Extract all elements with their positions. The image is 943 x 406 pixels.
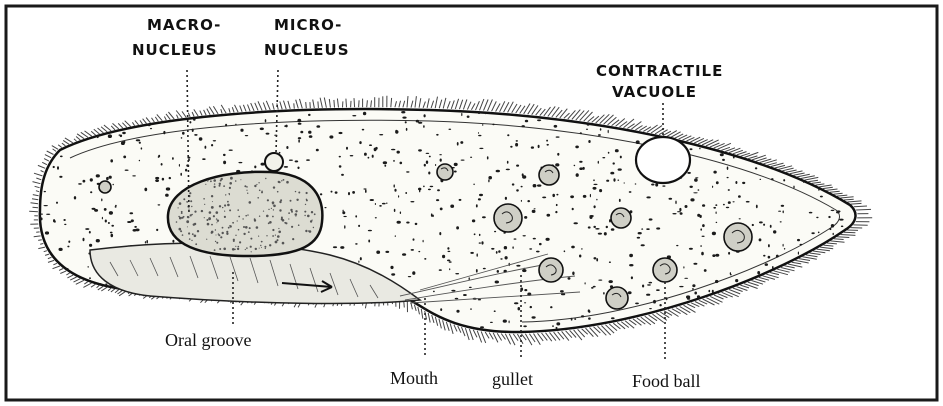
label-oral-groove: Oral groove <box>165 330 251 350</box>
label-gullet: gullet <box>492 369 533 389</box>
food-ball <box>724 223 752 251</box>
food-ball <box>539 258 563 282</box>
food-ball <box>539 165 559 185</box>
food-ball <box>494 204 522 232</box>
label-macronucleus-line2: NUCLEUS <box>132 41 218 59</box>
cell-body <box>40 109 856 332</box>
label-mouth: Mouth <box>390 368 438 388</box>
label-contractile-line2: VACUOLE <box>612 83 697 101</box>
contractile-vacuole-shape <box>636 137 690 183</box>
food-ball <box>606 287 628 309</box>
food-ball <box>611 208 631 228</box>
food-ball <box>653 258 677 282</box>
micronucleus-shape <box>265 153 283 171</box>
label-macronucleus-line1: MACRO- <box>147 16 221 34</box>
label-micronucleus-line1: MICRO- <box>274 16 342 34</box>
food-ball <box>437 164 453 180</box>
food-ball <box>99 181 111 193</box>
label-contractile-line1: CONTRACTILE <box>596 62 723 80</box>
label-micronucleus-line2: NUCLEUS <box>264 41 350 59</box>
label-food-ball: Food ball <box>632 371 701 391</box>
